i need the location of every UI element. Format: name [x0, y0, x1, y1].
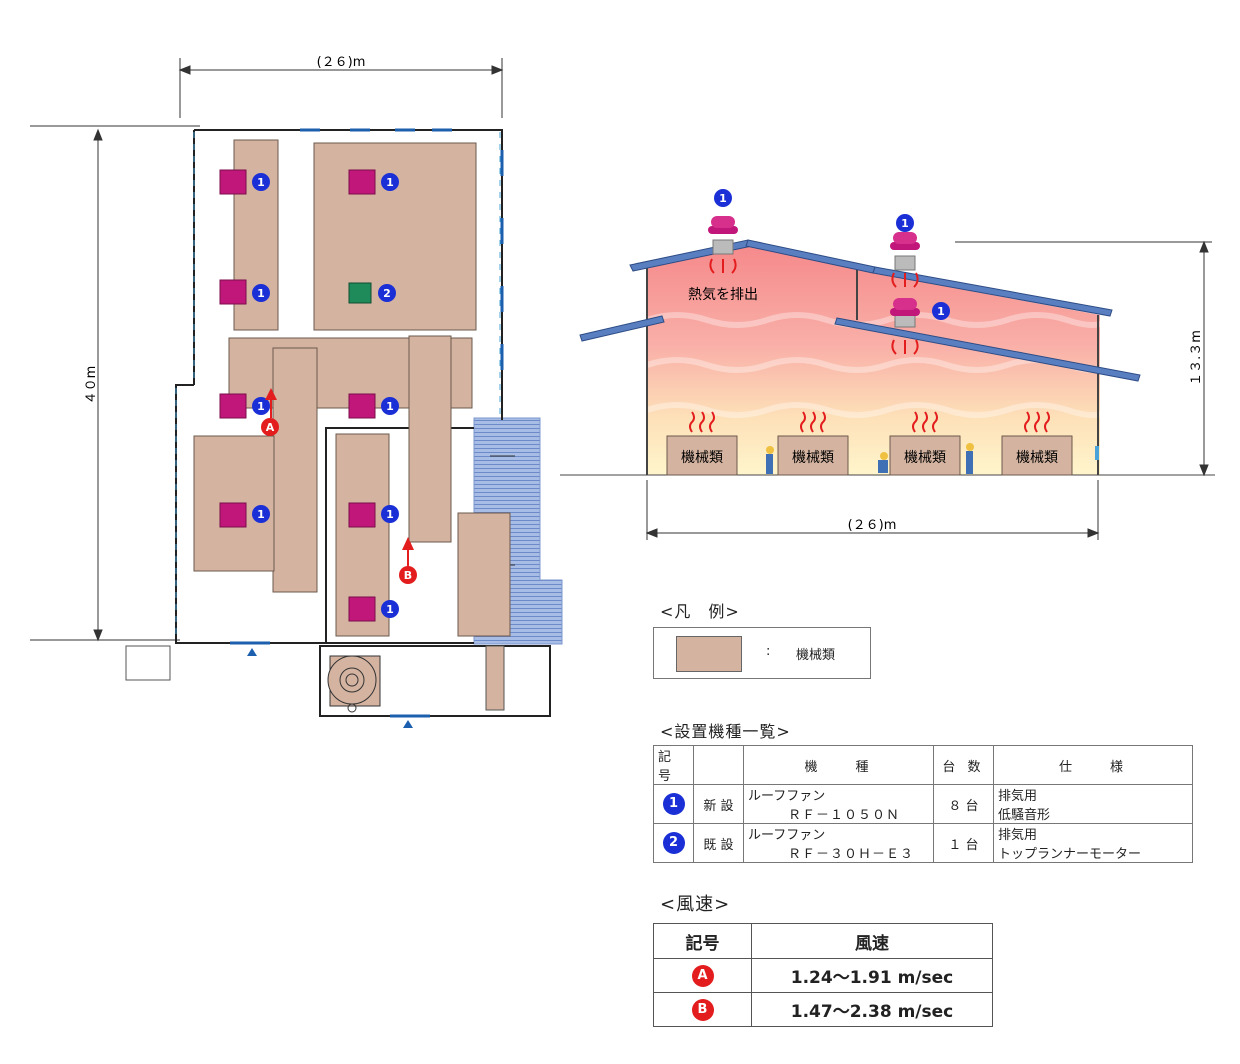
- machine-label: 機械類: [681, 450, 723, 466]
- legend-label: 機械類: [796, 648, 836, 663]
- fan-marker: 1: [257, 508, 265, 521]
- legend-colon: :: [766, 644, 771, 659]
- model-code: ＲＦ－１０５０Ｎ: [788, 808, 901, 823]
- header-blank: [693, 745, 744, 785]
- fan-marker: 1: [257, 176, 265, 189]
- wind-marker-a: A: [266, 421, 275, 434]
- plan-width-dimension: [178, 58, 504, 118]
- tank: [327, 655, 381, 713]
- wind-mark-b: B: [691, 999, 714, 1021]
- header-model: 機 種: [743, 745, 934, 785]
- fan-marker: 1: [386, 176, 394, 189]
- wind-title: <風速>: [660, 894, 731, 915]
- legend-title: <凡 例>: [660, 602, 740, 621]
- mark-1: 1: [662, 793, 685, 815]
- fan-marker: 1: [257, 400, 265, 413]
- section-fans: [708, 216, 920, 328]
- machine-label: 機械類: [904, 450, 946, 466]
- section-machines: [666, 435, 1073, 476]
- wind-header-speed: 風速: [751, 923, 993, 959]
- fan-marker: 1: [937, 305, 945, 318]
- fan-marker: 1: [386, 603, 394, 616]
- fan-marker: 1: [901, 217, 909, 230]
- equipment-table: 記 号 機 種 台 数 仕 様 1 新 設 ルーフファン ＲＦ－１０５０Ｎ ８ …: [653, 745, 1193, 863]
- plan-width-label: (２６)m: [317, 55, 366, 70]
- table-row: B 1.47〜2.38 m/sec: [653, 992, 993, 1027]
- spec-line: 排気用: [998, 828, 1038, 843]
- existing-fan-icon: [348, 282, 372, 304]
- header-spec: 仕 様: [993, 745, 1193, 785]
- wind-value: 1.24〜1.91 m/sec: [751, 958, 993, 993]
- machine-swatch: [676, 636, 742, 672]
- spec-line: 低騒音形: [998, 808, 1051, 823]
- fan-marker: 1: [719, 192, 727, 205]
- table-row: A 1.24〜1.91 m/sec: [653, 958, 993, 993]
- machine-blocks: [193, 139, 511, 637]
- heat-zone: [647, 242, 1100, 475]
- qty: ８ 台: [933, 784, 994, 824]
- model: ルーフファン ＲＦ－１０５０Ｎ: [743, 784, 934, 824]
- spec: 排気用 低騒音形: [993, 784, 1193, 824]
- spec-line: 排気用: [998, 789, 1038, 804]
- mark-2: 2: [662, 832, 685, 854]
- section-height-label: １３.３m: [1189, 330, 1204, 386]
- equipment-title: <設置機種一覧>: [660, 722, 791, 741]
- plan-height-label: ４０m: [84, 366, 99, 405]
- fan-markers: 1 1 1 2 1 1 1 1 1: [252, 173, 399, 618]
- floor-plan: (２６)m ４０m: [30, 55, 563, 728]
- wind-value: 1.47〜2.38 m/sec: [751, 992, 993, 1027]
- status: 既 設: [693, 823, 744, 863]
- qty: １ 台: [933, 823, 994, 863]
- section-width-label: (２６)m: [848, 518, 897, 533]
- wind-marker-b: B: [404, 569, 412, 582]
- wind-header-row: 記号 風速: [653, 923, 993, 959]
- header-qty: 台 数: [933, 745, 994, 785]
- legend-box: : 機械類: [653, 627, 871, 679]
- fan-marker: 2: [383, 287, 391, 300]
- new-fan-icons: [219, 169, 376, 622]
- status: 新 設: [693, 784, 744, 824]
- fan-marker: 1: [386, 400, 394, 413]
- machine-label: 機械類: [792, 450, 834, 466]
- fan-marker: 1: [386, 508, 394, 521]
- model: ルーフファン ＲＦ－３０Ｈ－Ｅ３: [743, 823, 934, 863]
- spec-line: トップランナーモーター: [998, 847, 1142, 862]
- machine-label: 機械類: [1016, 450, 1058, 466]
- section-view: 1 1 1 熱気を排出 機械類 機械類 機械類 機械類: [560, 189, 1215, 540]
- model-name: ルーフファン: [748, 828, 826, 843]
- equipment-header-row: 記 号 機 種 台 数 仕 様: [653, 745, 1193, 785]
- table-row: 1 新 設 ルーフファン ＲＦ－１０５０Ｎ ８ 台 排気用 低騒音形: [653, 784, 1193, 824]
- wind-point-a: A: [261, 388, 279, 436]
- table-row: 2 既 設 ルーフファン ＲＦ－３０Ｈ－Ｅ３ １ 台 排気用 トップランナーモー…: [653, 823, 1193, 863]
- header-mark: 記 号: [653, 745, 694, 785]
- plan-height-dimension: [30, 125, 200, 642]
- wind-point-b: B: [399, 537, 417, 584]
- heat-exhaust-label: 熱気を排出: [688, 287, 758, 303]
- model-name: ルーフファン: [748, 789, 826, 804]
- fan-marker: 1: [257, 287, 265, 300]
- wind-mark-a: A: [691, 965, 714, 987]
- workers: [766, 443, 974, 474]
- spec: 排気用 トップランナーモーター: [993, 823, 1193, 863]
- model-code: ＲＦ－３０Ｈ－Ｅ３: [788, 847, 915, 862]
- wind-header-mark: 記号: [653, 923, 752, 959]
- wind-table: 記号 風速 A 1.24〜1.91 m/sec B 1.47〜2.38 m/se…: [653, 923, 993, 1027]
- section-fan-markers: 1 1 1: [714, 189, 950, 320]
